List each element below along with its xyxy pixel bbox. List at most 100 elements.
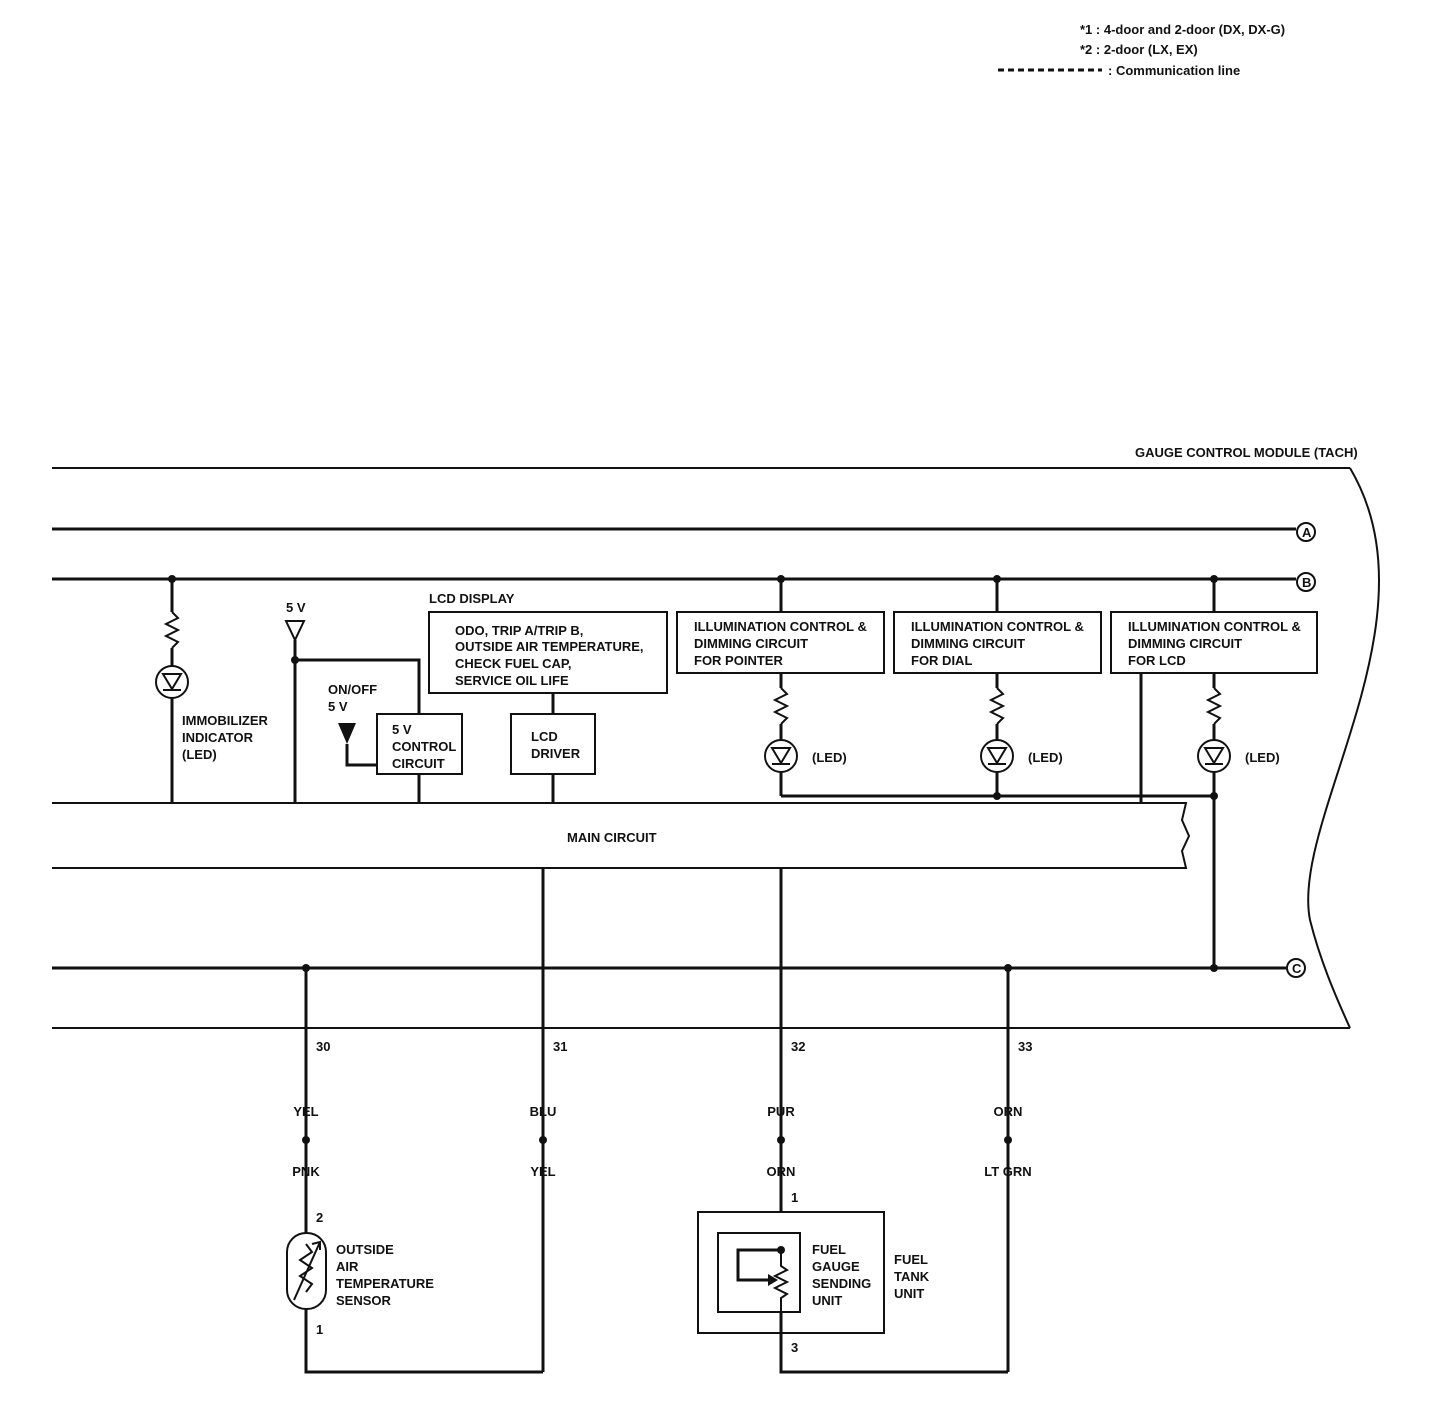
immobilizer-indicator [155, 579, 189, 803]
onoff-triangle-icon [338, 723, 356, 744]
lcd-title: LCD DISPLAY [429, 591, 515, 606]
illum-pointer-line-2: DIMMING CIRCUIT [694, 636, 808, 651]
illumination-lcd-box [1110, 611, 1318, 674]
illum-dial-line-2: DIMMING CIRCUIT [911, 636, 1025, 651]
wire-color-31-bottom: YEL [530, 1164, 555, 1179]
illum-lcd-line-3: FOR LCD [1128, 653, 1186, 668]
dial-led-label: (LED) [1028, 750, 1063, 765]
fuel-tank-label-2: TANK [894, 1269, 930, 1284]
fuel-tank-label-1: FUEL [894, 1252, 928, 1267]
led-icon [764, 739, 798, 773]
pin-33: 33 [1018, 1039, 1032, 1054]
supply-triangle-icon [284, 620, 306, 643]
illum-lcd-line-1: ILLUMINATION CONTROL & [1128, 619, 1301, 634]
five-v-branch [295, 658, 421, 714]
fuel-sending-unit-box [717, 1232, 801, 1313]
lcd-line-4: SERVICE OIL LIFE [455, 673, 569, 688]
led-icon [155, 665, 189, 699]
led-icon [980, 739, 1014, 773]
pin-30: 30 [316, 1039, 330, 1054]
bus-a-connector [1296, 522, 1316, 542]
immobilizer-label-1: IMMOBILIZER [182, 713, 269, 728]
sensor-label-2: AIR [336, 1259, 359, 1274]
control-label-3: CIRCUIT [392, 756, 445, 771]
fuel-unit-label-1: FUEL [812, 1242, 846, 1257]
legend-note-2: *2 : 2-door (LX, EX) [1080, 42, 1198, 57]
thermistor-resistor [298, 1243, 314, 1293]
pin-32: 32 [791, 1039, 805, 1054]
lcd-led-label: (LED) [1245, 750, 1280, 765]
wire-color-33-bottom: LT GRN [984, 1164, 1031, 1179]
onoff-label-1: ON/OFF [328, 682, 377, 697]
five-v-label: 5 V [286, 600, 306, 615]
wire-color-32-top: PUR [767, 1104, 795, 1119]
junction-dot [993, 792, 1001, 800]
fuel-return-wire [779, 1312, 1008, 1374]
illum-dial-line-3: FOR DIAL [911, 653, 972, 668]
fuel-unit-label-3: SENDING [812, 1276, 871, 1291]
module-outline [52, 467, 1380, 1029]
fuel-sender-wiper [736, 1248, 781, 1282]
module-title: GAUGE CONTROL MODULE (TACH) [1135, 445, 1358, 460]
dial-led-branch [980, 673, 1014, 796]
legend-comm-line: : Communication line [1108, 63, 1240, 78]
control-label-1: 5 V [392, 722, 412, 737]
illum-lcd-line-2: DIMMING CIRCUIT [1128, 636, 1242, 651]
bus-c-connector [1286, 958, 1306, 978]
thermistor-arrowhead [311, 1240, 321, 1250]
illumination-dial-box [893, 611, 1102, 674]
junction-dot [1210, 792, 1218, 800]
lcd-display-box [428, 611, 668, 694]
main-circuit-label: MAIN CIRCUIT [567, 830, 657, 845]
sensor-pin-2: 2 [316, 1210, 323, 1225]
five-v-control-box [376, 713, 463, 775]
lcd-driver-label-2: DRIVER [531, 746, 581, 761]
illumination-pointer-box [676, 611, 885, 674]
fuel-tank-label-3: UNIT [894, 1286, 924, 1301]
splice-dot [1004, 1136, 1012, 1144]
wire-color-31-top: BLU [530, 1104, 557, 1119]
splice-dot [302, 1136, 310, 1144]
fuel-unit-label-2: GAUGE [812, 1259, 860, 1274]
fuel-pin-1: 1 [791, 1190, 798, 1205]
pointer-led-label: (LED) [812, 750, 847, 765]
lcd-line-3: CHECK FUEL CAP, [455, 656, 572, 671]
pin-31: 31 [553, 1039, 567, 1054]
junction-dot [1210, 964, 1218, 972]
sensor-label-1: OUTSIDE [336, 1242, 394, 1257]
onoff-label-2: 5 V [328, 699, 348, 714]
wire-color-30-top: YEL [293, 1104, 318, 1119]
fuel-unit-label-4: UNIT [812, 1293, 842, 1308]
lcd-line-2: OUTSIDE AIR TEMPERATURE, [455, 639, 644, 654]
bus-c-label: C [1292, 961, 1302, 976]
fuel-pin-3: 3 [791, 1340, 798, 1355]
immobilizer-label-2: INDICATOR [182, 730, 254, 745]
illum-pointer-line-3: FOR POINTER [694, 653, 783, 668]
wire-color-32-bottom: ORN [767, 1164, 796, 1179]
pointer-led-branch [764, 673, 798, 796]
sensor-pin-1: 1 [316, 1322, 323, 1337]
sensor-label-4: SENSOR [336, 1293, 392, 1308]
splice-dot [777, 1136, 785, 1144]
fuel-sender-resistor [772, 1250, 790, 1312]
splice-dot [539, 1136, 547, 1144]
wire-color-33-top: ORN [994, 1104, 1023, 1119]
bus-b-connector [1296, 572, 1316, 592]
onoff-wire [345, 744, 377, 767]
led-icon [1197, 739, 1231, 773]
lcd-driver-box [510, 713, 596, 775]
main-circuit-block [52, 802, 1191, 869]
legend-note-1: *1 : 4-door and 2-door (DX, DX-G) [1080, 22, 1285, 37]
illum-pointer-line-1: ILLUMINATION CONTROL & [694, 619, 867, 634]
lcd-driver-label-1: LCD [531, 729, 558, 744]
sensor-label-3: TEMPERATURE [336, 1276, 434, 1291]
illum-dial-line-1: ILLUMINATION CONTROL & [911, 619, 1084, 634]
bus-b-label: B [1302, 575, 1311, 590]
wiper-arrow-icon [768, 1274, 778, 1286]
bus-a-label: A [1302, 525, 1312, 540]
thermistor-arrow [293, 1241, 321, 1301]
lcd-line-1: ODO, TRIP A/TRIP B, [455, 623, 583, 638]
immobilizer-label-3: (LED) [182, 747, 217, 762]
lcd-led-branch [1197, 673, 1231, 968]
